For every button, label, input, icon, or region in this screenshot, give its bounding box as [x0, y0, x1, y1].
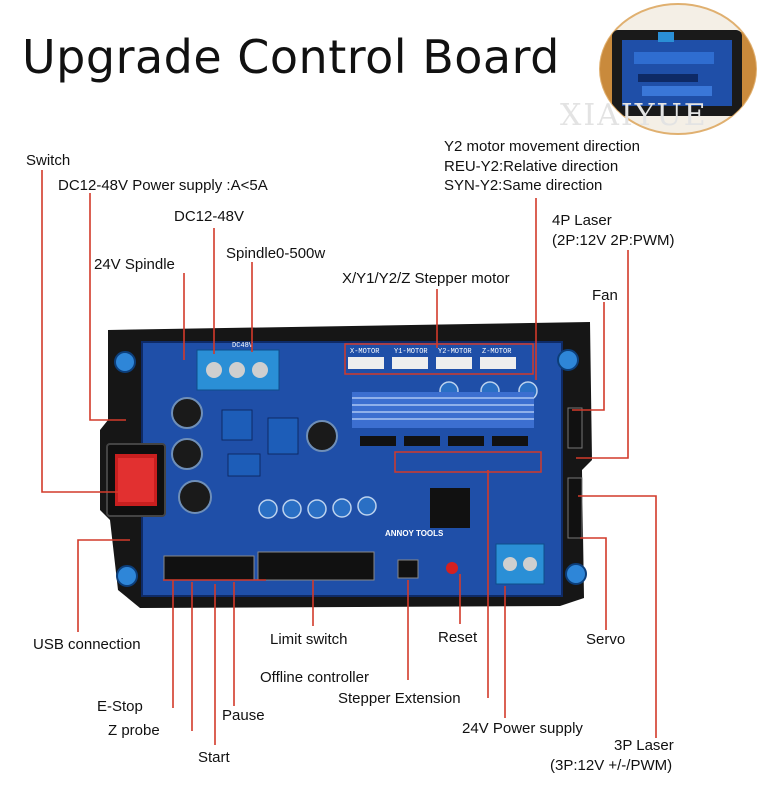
label-spindle-500w: Spindle0-500w [226, 245, 326, 262]
right-connectors [567, 407, 583, 539]
mcu-chip [430, 488, 470, 528]
label-dc-power: DC12-48V Power supply :A<5A [58, 177, 268, 194]
silk-y1-motor: Y1-MOTOR [394, 348, 428, 356]
label-reset: Reset [438, 629, 478, 646]
watermark: XIAIYUE [560, 98, 708, 133]
label-servo: Servo [586, 631, 626, 648]
label-3p-laser: 3P Laser [614, 737, 674, 754]
stepper-connectors [344, 343, 534, 375]
silk-y2-motor: Y2-MOTOR [438, 348, 472, 356]
label-y2-direction: Y2 motor movement direction [444, 138, 640, 155]
label-stepper-extension: Stepper Extension [338, 690, 461, 707]
driver-pins [360, 436, 542, 473]
label-switch: Switch [26, 152, 71, 169]
label-z-probe: Z probe [108, 722, 160, 739]
silk-logo: ANNOY TOOLS [385, 529, 444, 538]
label-usb: USB connection [33, 636, 141, 653]
silk-x-motor: X-MOTOR [350, 348, 380, 356]
heatsink [352, 392, 534, 428]
terminal-blocks [196, 349, 545, 585]
label-4p-laser: 4P Laser [552, 212, 612, 229]
label-offline-controller: Offline controller [260, 669, 369, 686]
label-dc12-48v: DC12-48V [174, 208, 245, 225]
silk-z-motor: Z-MOTOR [482, 348, 512, 356]
capacitors [171, 397, 338, 514]
label-fan: Fan [592, 287, 618, 304]
label-4p-laser-sub: (2P:12V 2P:PWM) [552, 232, 675, 249]
reset-button-part [446, 562, 458, 574]
silk-power: DC48V [232, 342, 254, 350]
label-3p-laser-sub: (3P:12V +/-/PWM) [550, 757, 673, 774]
label-24v-spindle: 24V Spindle [94, 256, 175, 273]
label-pause: Pause [222, 707, 265, 724]
label-syn-y2: SYN-Y2:Same direction [444, 177, 603, 194]
label-start: Start [198, 749, 230, 766]
label-24v-power: 24V Power supply [462, 720, 583, 737]
label-limit-switch: Limit switch [270, 631, 348, 648]
inset-photo [599, 3, 757, 135]
bottom-connectors [163, 551, 419, 581]
power-switch [106, 443, 166, 517]
label-stepper-motor: X/Y1/Y2/Z Stepper motor [342, 270, 510, 287]
standoffs [114, 349, 587, 587]
label-e-stop: E-Stop [97, 698, 143, 715]
leader-lines [41, 170, 657, 745]
regulators [221, 409, 299, 477]
label-reu-y2: REU-Y2:Relative direction [444, 158, 619, 175]
page-title: Upgrade Control Board [22, 30, 560, 84]
